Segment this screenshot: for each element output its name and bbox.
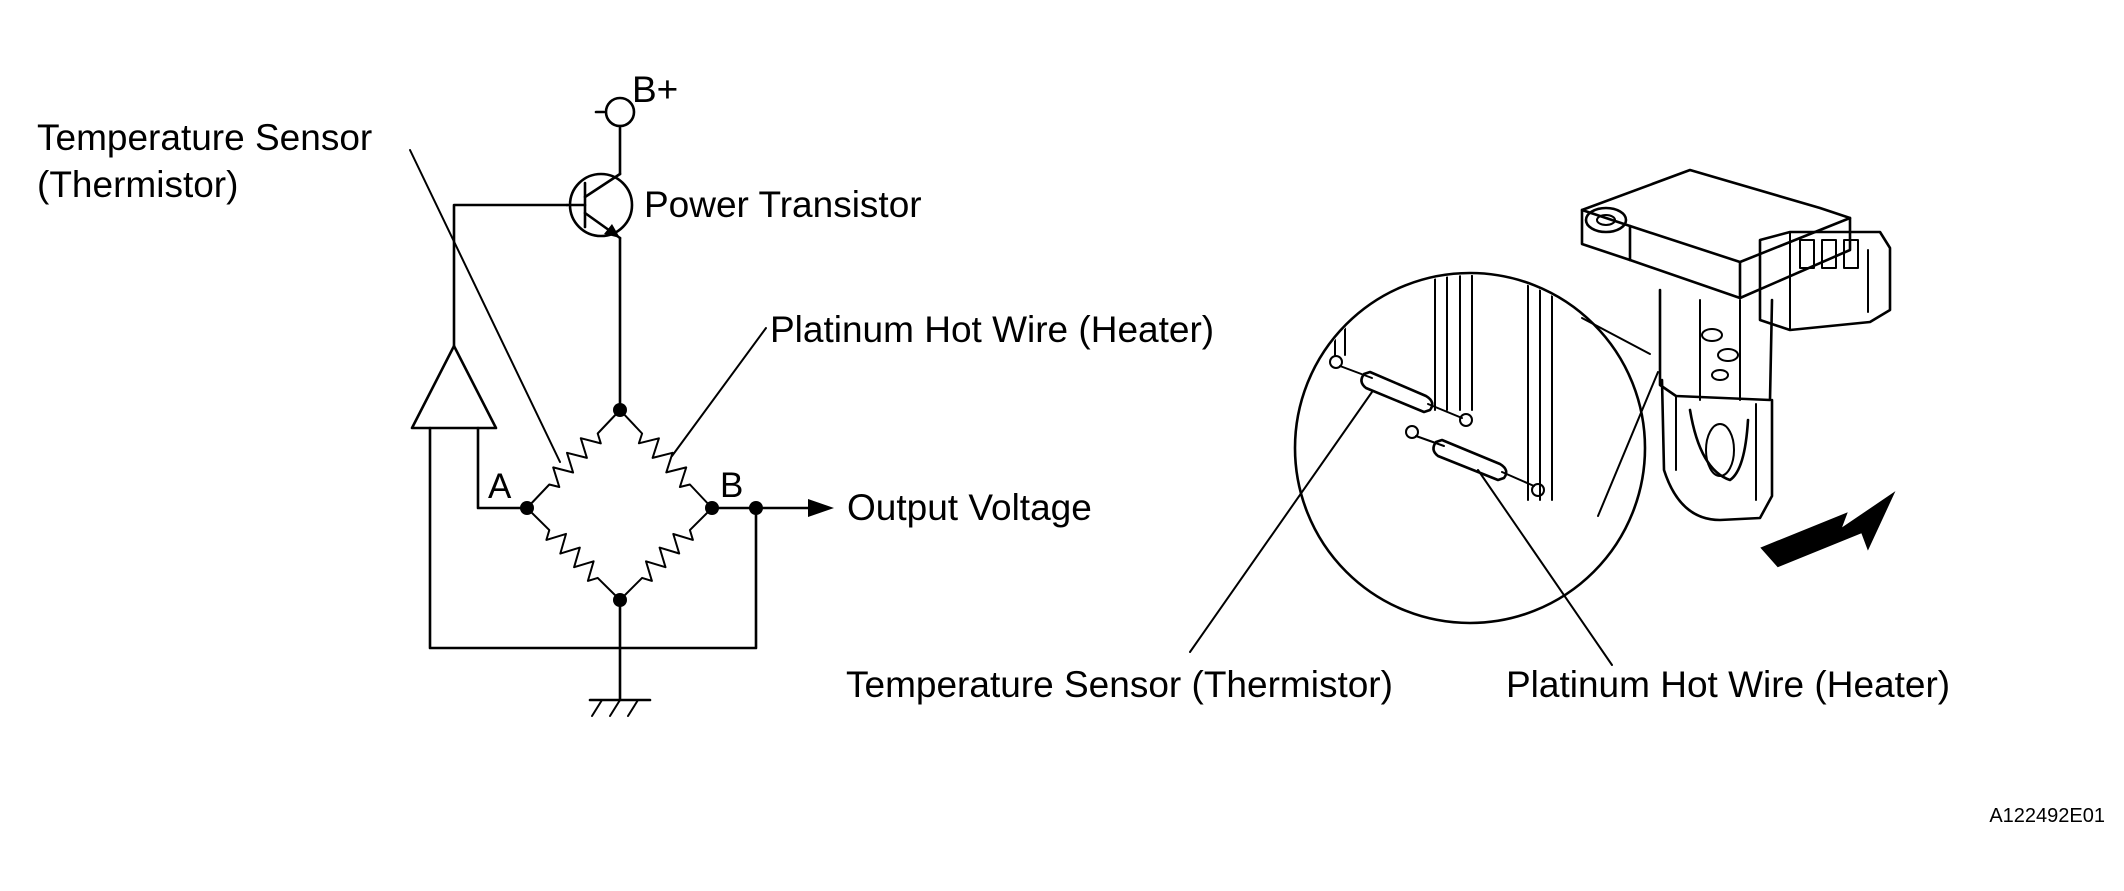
node-a-label: A <box>488 467 512 506</box>
sensor-housing <box>1580 168 1892 332</box>
transistor-label: Power Transistor <box>644 184 922 225</box>
figure-code: A122492E01 <box>1989 805 2105 827</box>
resistor-lower-left <box>526 507 621 601</box>
detail-thermistor-label: Temperature Sensor (Thermistor) <box>846 664 1393 705</box>
callout-line-lower <box>1597 371 1659 517</box>
heater-leader-line <box>671 327 767 457</box>
supply-label: B+ <box>632 69 678 110</box>
callout-line-upper <box>1581 317 1651 355</box>
bridge-resistors <box>526 409 713 601</box>
resistor-thermistor <box>526 409 621 509</box>
detail-heater-label: Platinum Hot Wire (Heater) <box>1506 664 1950 705</box>
output-label: Output Voltage <box>847 487 1092 528</box>
resistor-heater <box>619 409 713 509</box>
supply-terminal <box>594 96 636 176</box>
detail-heater-leader <box>1477 469 1613 666</box>
node-b-label: B <box>720 466 743 505</box>
thermistor-leader-line <box>409 149 561 463</box>
circuit-schematic: B+ Power Transistor <box>37 69 1214 717</box>
thermistor-label-line1: Temperature Sensor <box>37 117 372 158</box>
thermistor-label-line2: (Thermistor) <box>37 164 238 205</box>
sensor-probe <box>1658 288 1774 522</box>
ground-symbol <box>588 598 652 717</box>
detail-thermistor-leader <box>1189 391 1373 653</box>
output-arrow <box>808 499 834 517</box>
base-feedback-wire <box>452 203 569 348</box>
heater-label: Platinum Hot Wire (Heater) <box>770 309 1214 350</box>
resistor-lower-right <box>619 507 713 601</box>
amp-input-a-wire <box>476 426 529 510</box>
amplifier-symbol <box>410 344 498 430</box>
amp-input-b-wire <box>428 426 758 650</box>
sensor-detail: Temperature Sensor (Thermistor) Platinum… <box>846 168 1950 705</box>
magnifier-circle <box>1293 271 1647 625</box>
airflow-arrow <box>1760 491 1896 568</box>
magnified-internals <box>1329 275 1553 501</box>
power-transistor <box>565 172 634 240</box>
